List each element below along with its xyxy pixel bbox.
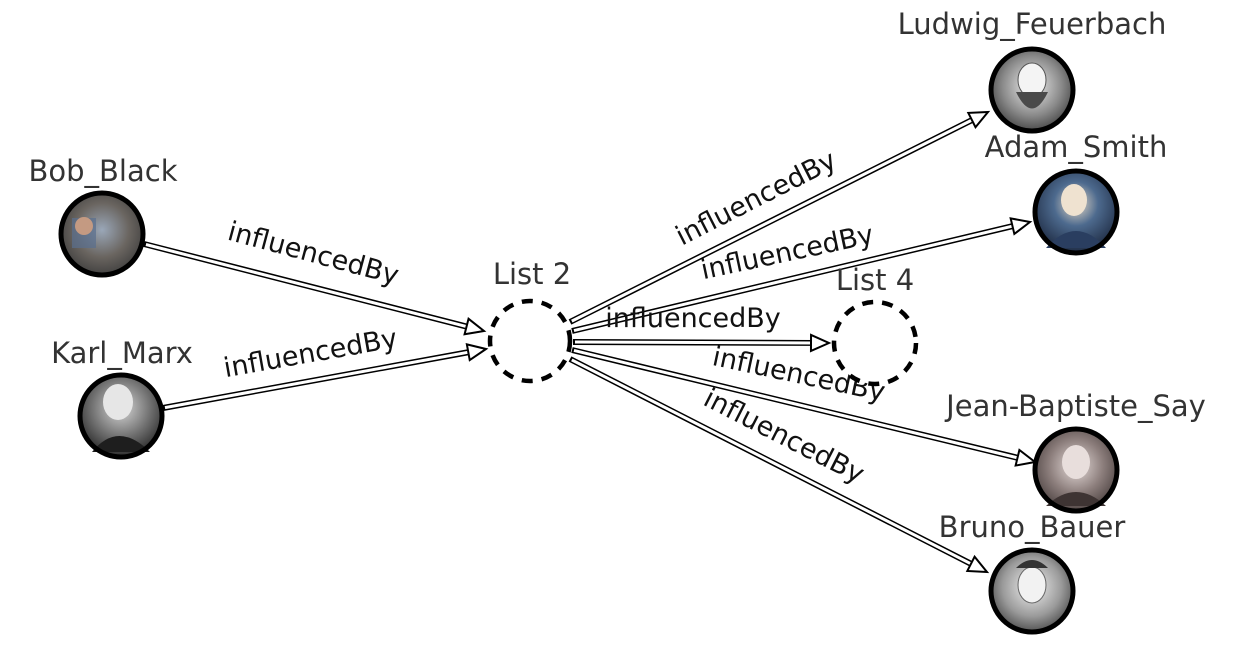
ludwig-feuerbach-beard-shape <box>1016 92 1048 109</box>
bob-black-face-shape <box>75 217 93 235</box>
edge-line-inner <box>145 243 470 329</box>
bruno-bauer-hair-shape <box>1016 560 1048 568</box>
edge-line-inner <box>571 358 975 567</box>
jean-baptiste-say-coat-shape <box>1046 492 1106 506</box>
edge-line-inner <box>164 350 472 410</box>
adam-smith-face-shape <box>1061 184 1087 216</box>
bob-black-ring <box>58 190 146 278</box>
adam-smith-label: Adam_Smith <box>985 130 1168 164</box>
jean-baptiste-say-face-shape <box>1062 445 1090 479</box>
bob-black-label: Bob_Black <box>28 154 177 188</box>
ludwig-feuerbach-ring <box>988 46 1076 134</box>
person-node-bob-black[interactable]: Bob_Black <box>28 154 178 278</box>
edge-line-inner <box>574 340 815 345</box>
arrow-head-icon <box>1009 217 1033 236</box>
arrow-head-icon <box>1014 448 1038 467</box>
karl-marx-coat-shape <box>92 436 150 452</box>
ludwig-feuerbach-label: Ludwig_Feuerbach <box>898 7 1167 41</box>
list2-label: List 2 <box>493 257 571 291</box>
edge-line-inner <box>573 349 1021 460</box>
arrow-head-icon <box>965 554 990 574</box>
list-node-list2[interactable]: List 2 <box>487 257 573 384</box>
adam-smith-coat-shape <box>1046 231 1106 248</box>
bob-black-portrait-icon <box>61 193 143 275</box>
adam-smith-ring <box>1032 168 1120 256</box>
arrow-head-icon <box>463 317 487 336</box>
person-node-adam-smith[interactable]: Adam_Smith <box>985 130 1168 256</box>
ludwig-feuerbach-face-shape <box>1017 62 1047 98</box>
karl-marx-face-shape <box>103 384 133 420</box>
edge-marx-to-list2[interactable]: influencedBy <box>162 323 489 411</box>
bruno-bauer-label: Bruno_Bauer <box>939 510 1126 544</box>
list2-circle <box>487 298 573 384</box>
edge-line-inner <box>573 224 1016 332</box>
karl-marx-ring <box>77 372 165 460</box>
jean-baptiste-say-label: Jean-Baptiste_Say <box>944 389 1206 423</box>
bruno-bauer-ring <box>988 547 1076 635</box>
edge-list2-to-feuerbach[interactable]: influencedBy <box>568 110 991 325</box>
bruno-bauer-face-shape <box>1017 566 1047 604</box>
edge-list2-to-bauer[interactable]: influencedBy <box>568 356 990 574</box>
person-node-jean-baptiste-say[interactable]: Jean-Baptiste_Say <box>944 389 1206 514</box>
arrow-head-icon <box>465 343 489 362</box>
list4-label: List 4 <box>836 263 914 297</box>
edge-list2-to-list4[interactable]: influencedBy <box>572 303 832 353</box>
edge-label: influencedBy <box>605 303 781 334</box>
karl-marx-label: Karl_Marx <box>51 336 193 370</box>
jean-baptiste-say-ring <box>1032 426 1120 514</box>
person-node-ludwig-feuerbach[interactable]: Ludwig_Feuerbach <box>898 7 1167 134</box>
person-node-karl-marx[interactable]: Karl_Marx <box>51 336 193 460</box>
edge-label: influencedBy <box>224 216 402 291</box>
list4-circle <box>831 299 919 387</box>
person-node-bruno-bauer[interactable]: Bruno_Bauer <box>939 510 1126 635</box>
edge-label: influencedBy <box>221 323 399 384</box>
arrow-head-icon <box>966 110 991 130</box>
edge-bob-to-list2[interactable]: influencedBy <box>143 216 487 336</box>
arrow-head-icon <box>809 333 832 353</box>
edge-line-inner <box>571 117 976 323</box>
list-node-list4[interactable]: List 4 <box>831 263 919 387</box>
